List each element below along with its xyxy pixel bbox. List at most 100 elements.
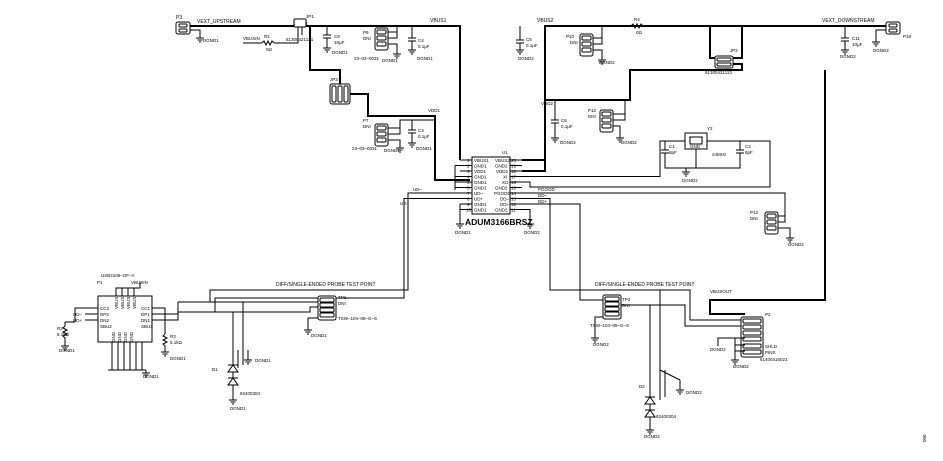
svg-text:VEXT_DOWNSTREAM: VEXT_DOWNSTREAM [822,18,875,24]
svg-text:5.1kΩ: 5.1kΩ [170,340,183,345]
svg-text:PGOOD: PGOOD [494,191,512,196]
svg-text:D1: D1 [212,367,218,372]
svg-text:VBUS2: VBUS2 [495,158,510,163]
svg-text:SBU2: SBU2 [100,324,112,329]
svg-text:12: 12 [511,202,517,207]
svg-text:PGOOD: PGOOD [538,187,556,192]
c3-capacitor: C3 0.1μF [408,128,430,139]
svg-text:DP2: DP2 [100,312,109,317]
u1-isolator-ic: U1 ADUM3166BRSZ [465,150,533,227]
p1-right-pins: CC1 DP1 DN1 SBU1 [141,306,153,329]
p1-top-pins: VBUS VBUS VBUS VBUS [114,297,137,309]
svg-text:DGND1: DGND1 [332,50,348,55]
r1-resistor: R1 0Ω [261,34,275,52]
svg-text:R4: R4 [634,17,640,22]
svg-text:P9: P9 [363,30,369,35]
svg-text:61400416021: 61400416021 [760,357,788,362]
svg-text:DNI: DNI [363,36,371,41]
svg-text:P12: P12 [588,108,597,113]
svg-text:DN2: DN2 [100,318,109,323]
p1-bottom-pins: GND GND GND GND [111,331,134,342]
svg-text:P13: P13 [750,210,759,215]
svg-text:GND1: GND1 [474,175,487,180]
svg-text:UD+: UD+ [474,197,483,202]
svg-text:GND2: GND2 [495,208,508,213]
svg-text:GND1: GND1 [474,180,487,185]
svg-text:CC2: CC2 [100,306,109,311]
p13-header: P13 DNI [750,210,779,235]
svg-text:VBUSIN: VBUSIN [131,280,148,285]
c6-capacitor: C6 0.1μF [551,118,573,129]
r3-resistor: R3 5.1kΩ [161,333,183,352]
svg-text:CC1: CC1 [141,306,150,311]
svg-text:DNI: DNI [570,40,578,45]
svg-text:Y2: Y2 [707,126,713,131]
svg-text:C2: C2 [745,144,751,149]
svg-text:2: 2 [467,164,470,169]
jp3-jumper: JP3 [329,77,351,105]
svg-text:DGND1: DGND1 [382,58,398,63]
svg-text:GND1: GND1 [474,202,487,207]
jp2-jumper: JP2 61300421121 [705,48,738,75]
svg-text:6: 6 [467,186,470,191]
svg-text:GND: GND [690,144,701,149]
svg-text:8pF: 8pF [745,150,753,155]
c11-capacitor: C11 10μF [841,36,863,47]
svg-text:24MHz: 24MHz [712,152,727,157]
svg-text:10: 10 [466,208,472,213]
svg-text:U1: U1 [502,150,508,155]
y2-crystal: Y2 GND 24MHz [684,126,727,157]
svg-text:DGND1: DGND1 [311,333,327,338]
d2-tvs-diode: D2 82400304 [639,384,677,419]
svg-text:DD–: DD– [500,197,509,202]
svg-text:DD+: DD+ [538,199,547,204]
svg-text:JP2: JP2 [730,48,738,53]
svg-text:VBUS2: VBUS2 [537,18,554,24]
p9-header: P9 DNI 23–03–0031 [354,27,389,61]
c9-capacitor: C9 10μF [323,34,345,45]
svg-text:UD–: UD– [413,187,422,192]
svg-text:C1: C1 [669,144,675,149]
svg-text:DN1: DN1 [141,318,150,323]
svg-text:C3: C3 [418,128,424,133]
p7-header: P7 DNI 23–03–0031 [352,118,389,151]
svg-text:C6: C6 [561,118,567,123]
svg-text:UD+: UD+ [400,201,409,206]
svg-text:ADUM3166BRSZ: ADUM3166BRSZ [465,217,533,227]
c4-capacitor: C4 0.1μF [408,37,430,49]
svg-text:DGND2: DGND2 [621,140,637,145]
svg-text:18: 18 [511,169,517,174]
svg-text:DGND2: DGND2 [644,434,660,439]
p3-connector: P3 [175,15,191,35]
svg-text:82400304: 82400304 [240,391,261,396]
svg-text:TP2: TP2 [622,297,631,302]
svg-text:5: 5 [467,180,470,185]
svg-text:TSW–104–08–G–S: TSW–104–08–G–S [338,316,377,321]
svg-text:GND: GND [111,331,116,342]
svg-text:DGND2: DGND2 [733,364,749,369]
svg-text:5.1kΩ: 5.1kΩ [57,332,70,337]
svg-text:DGND1: DGND1 [170,356,186,361]
svg-text:GND1: GND1 [474,186,487,191]
svg-text:VBUS: VBUS [114,297,119,309]
svg-text:17: 17 [511,175,517,180]
svg-text:VDD2: VDD2 [496,169,509,174]
svg-text:10μF: 10μF [334,40,345,45]
svg-text:DGND1: DGND1 [230,406,246,411]
svg-text:DGND1: DGND1 [384,148,400,153]
svg-text:UD–: UD– [474,191,483,196]
svg-text:DGND1: DGND1 [455,230,471,235]
svg-text:DNI: DNI [363,124,371,129]
svg-text:DIFF/SINGLE-ENDED PROBE TEST P: DIFF/SINGLE-ENDED PROBE TEST POINT [595,282,695,288]
svg-text:61300421121: 61300421121 [705,70,733,75]
svg-text:VBUS: VBUS [132,297,137,309]
